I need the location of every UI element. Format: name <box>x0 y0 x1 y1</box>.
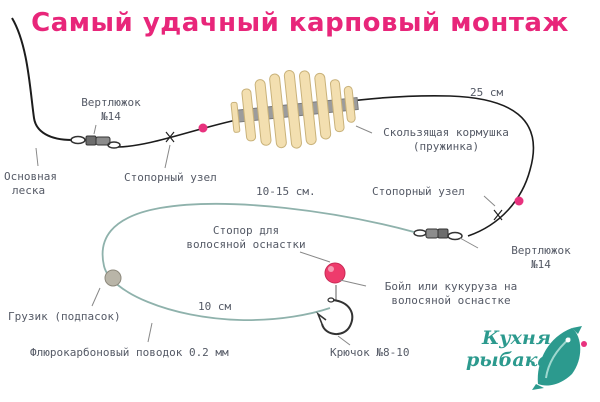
sinker-icon <box>104 269 122 287</box>
main-line-label-line2: леска <box>12 184 46 197</box>
boilie-label: Бойл или кукуруза на волосяной оснастке <box>376 280 526 308</box>
logo-line2: рыбака <box>466 349 550 371</box>
leader-label: Флюрокарбоновый поводок 0.2 мм <box>30 346 229 359</box>
swivel-label: Вертлюжок №14 <box>74 96 148 124</box>
swivel-right-label-line1: Вертлюжок <box>511 244 571 257</box>
hook-label: Крючок №8-10 <box>330 346 410 359</box>
carp-fish-icon <box>532 326 587 390</box>
hair-stop-label-line2: волосяной оснастки <box>186 238 306 251</box>
hair-stop-label: Стопор для волосяной оснастки <box>186 224 306 252</box>
swivel-label-line1: Вертлюжок <box>81 96 141 109</box>
leader-line <box>101 202 415 321</box>
swivel-right-label: Вертлюжок №14 <box>496 244 586 272</box>
bead-icon <box>514 196 524 206</box>
logo: Кухня рыбака <box>456 324 596 394</box>
boilie-label-line1: Бойл или кукуруза на <box>384 280 518 293</box>
main-line <box>11 17 73 141</box>
hook-icon <box>316 297 354 335</box>
swivel-right-label-line2: №14 <box>531 258 551 271</box>
swivel-icon <box>413 228 463 241</box>
distance-10-label: 10 см <box>198 300 232 313</box>
sinker-label: Грузик (подпасок) <box>8 310 121 323</box>
swivel-label-line2: №14 <box>101 110 121 123</box>
hair-stop-label-line1: Стопор для <box>212 224 280 237</box>
feeder-label-line1: Скользящая кормушка <box>383 126 509 139</box>
swivel-icon <box>70 135 121 149</box>
distance-25-label: 25 см <box>470 86 504 99</box>
main-line-label-line1: Основная <box>4 170 57 183</box>
feeder-spring-icon <box>230 70 359 149</box>
stopper-knot-label: Стопорный узел <box>124 171 217 184</box>
feeder-label: Скользящая кормушка (пружинка) <box>376 126 516 154</box>
distance-10-15-label: 10-15 см. <box>256 185 316 198</box>
stopper-knot-right-label: Стопорный узел <box>372 185 465 198</box>
bead-icon <box>198 123 208 133</box>
stopper-knot-icon <box>165 131 175 143</box>
main-line-label: Основная леска <box>4 170 57 198</box>
stopper-knot-icon <box>493 209 503 221</box>
feeder-label-line2: (пружинка) <box>412 140 480 153</box>
logo-line1: Кухня <box>482 327 551 349</box>
boilie-label-line2: волосяной оснастке <box>391 294 511 307</box>
page-title: Самый удачный карповый монтаж <box>31 8 569 38</box>
